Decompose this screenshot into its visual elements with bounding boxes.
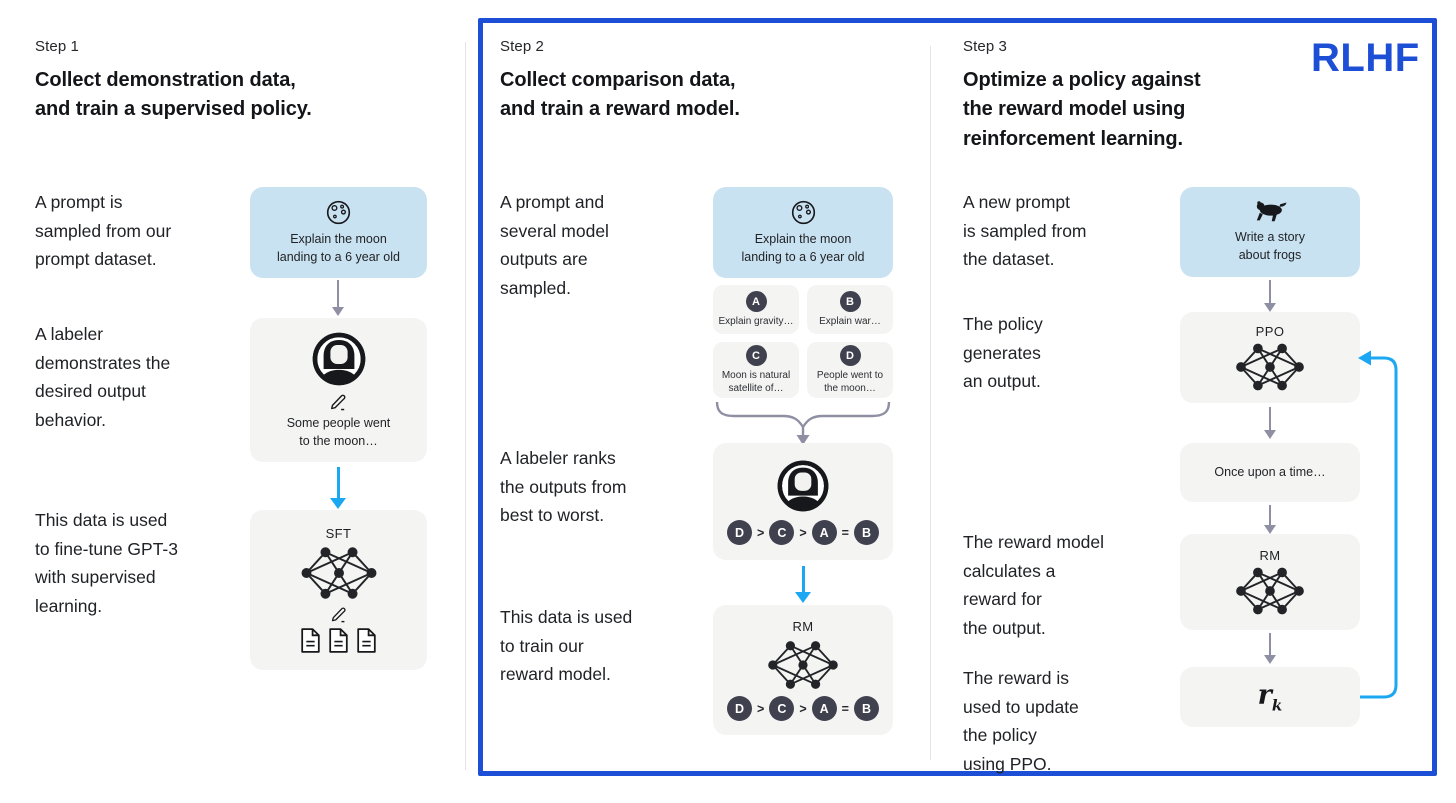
arrow-down-blue-icon (336, 467, 340, 500)
neural-network-icon (1236, 567, 1304, 615)
document-icon (357, 628, 376, 653)
step1-caption-data: This data is used to fine-tune GPT-3 wit… (35, 510, 178, 617)
step3-output-text: Once upon a time… (1214, 464, 1326, 479)
rank-badge: B (853, 696, 879, 721)
step2-caption-prompt: A prompt and several model outputs are s… (500, 192, 609, 299)
step3-caption-prompt: A new prompt is sampled from the dataset… (963, 192, 1087, 270)
rank-separator: > (799, 525, 807, 540)
document-icon (329, 628, 348, 653)
step3-caption-policy: The policy generates an output. (963, 314, 1043, 392)
step1-labeler-text: Some people went to the moon… (286, 415, 391, 448)
moon-icon (791, 200, 815, 224)
output-badge: C (745, 345, 767, 366)
step3-title: Optimize a policy against the reward mod… (963, 69, 1201, 150)
rank-badge: C (769, 520, 795, 545)
output-card-b: B Explain war… (807, 285, 893, 334)
arrow-down-icon (337, 280, 339, 307)
step2-title: Collect comparison data, and train a rew… (500, 69, 740, 121)
step3-rm-box: RM (1180, 534, 1360, 630)
output-badge: B (839, 291, 861, 312)
pencil-icon (330, 394, 346, 411)
rank-separator: = (841, 525, 849, 540)
step2-prompt-box: Explain the moon landing to a 6 year old (713, 187, 893, 278)
labeler-avatar-icon (312, 332, 365, 386)
rank-separator: > (757, 525, 765, 540)
step2-caption-data: This data is used to train our reward mo… (500, 607, 633, 685)
arrow-down-icon (1269, 633, 1271, 655)
column-divider-2 (930, 46, 931, 760)
rank-badge: A (811, 696, 837, 721)
step3-prompt-text: Write a story about frogs (1235, 230, 1305, 262)
rlhf-badge: RLHF (1311, 36, 1420, 80)
step3-label: Step 3 (963, 38, 1007, 55)
step1-labeler-box: Some people went to the moon… (250, 318, 427, 462)
neural-network-icon (1236, 343, 1304, 390)
step2-label: Step 2 (500, 38, 544, 55)
rank-badge: A (811, 520, 837, 545)
rank-separator: > (757, 701, 765, 716)
output-card-d: D People went to the moon… (807, 342, 893, 398)
step3-prompt-box: Write a story about frogs (1180, 187, 1360, 277)
output-badge: D (839, 345, 861, 366)
rank-separator: > (799, 701, 807, 716)
step1-caption-prompt: A prompt is sampled from our prompt data… (35, 192, 172, 270)
rank-badge: B (853, 520, 879, 545)
documents-row (299, 627, 378, 654)
arrow-down-icon (1269, 505, 1271, 525)
arrow-down-icon (1269, 407, 1271, 430)
output-card-a: A Explain gravity… (713, 285, 799, 334)
step2-caption-labeler: A labeler ranks the outputs from best to… (500, 448, 627, 526)
step1-caption-labeler: A labeler demonstrates the desired outpu… (35, 324, 171, 431)
neural-network-icon (301, 547, 376, 599)
reward-symbol: rk (1257, 679, 1283, 715)
output-badge: A (745, 291, 767, 312)
step1-prompt-box: Explain the moon landing to a 6 year old (250, 187, 427, 278)
arrow-down-blue-icon (801, 566, 805, 594)
step2-prompt-text: Explain the moon landing to a 6 year old (741, 231, 865, 264)
labeler-avatar-icon (777, 460, 829, 512)
step3-caption-update: The reward is used to update the policy … (963, 668, 1079, 775)
document-icon (301, 628, 320, 653)
column-divider-1 (465, 42, 466, 770)
rank-badge: C (769, 696, 795, 721)
output-text: People went to the moon… (816, 370, 884, 394)
frog-icon (1256, 201, 1287, 222)
step3-output-box: Once upon a time… (1180, 443, 1360, 502)
step3-ppo-box: PPO (1180, 312, 1360, 403)
step1-title: Collect demonstration data, and train a … (35, 69, 312, 121)
ranking-row: D > C > A = B (727, 696, 879, 721)
step1-label: Step 1 (35, 38, 79, 55)
output-card-c: C Moon is natural satellite of… (713, 342, 799, 398)
neural-network-icon (768, 641, 838, 689)
rank-separator: = (841, 701, 849, 716)
step1-sft-box: SFT (250, 510, 427, 670)
step1-prompt-text: Explain the moon landing to a 6 year old (276, 231, 400, 264)
highlight-frame (478, 18, 1437, 776)
output-text: Moon is natural satellite of… (721, 370, 791, 394)
rm-label: RM (792, 619, 814, 634)
rm-label: RM (1259, 548, 1281, 563)
pencil-icon (331, 607, 346, 623)
ranking-row: D > C > A = B (727, 520, 879, 545)
step3-reward-box: rk (1180, 667, 1360, 727)
rank-badge: D (727, 696, 753, 721)
step2-rm-box: RM D > C > A = B (713, 605, 893, 735)
curly-brace-merge-icon (715, 401, 891, 445)
output-text: Explain war… (819, 316, 881, 327)
output-text: Explain gravity… (718, 316, 794, 327)
step2-ranking-box: D > C > A = B (713, 443, 893, 560)
moon-icon (326, 200, 351, 224)
ppo-label: PPO (1255, 323, 1285, 339)
feedback-loop-arrow (1358, 350, 1398, 699)
rank-badge: D (727, 520, 753, 545)
arrow-down-icon (1269, 280, 1271, 303)
sft-label: SFT (325, 526, 352, 541)
step3-caption-reward: The reward model calculates a reward for… (963, 532, 1105, 639)
